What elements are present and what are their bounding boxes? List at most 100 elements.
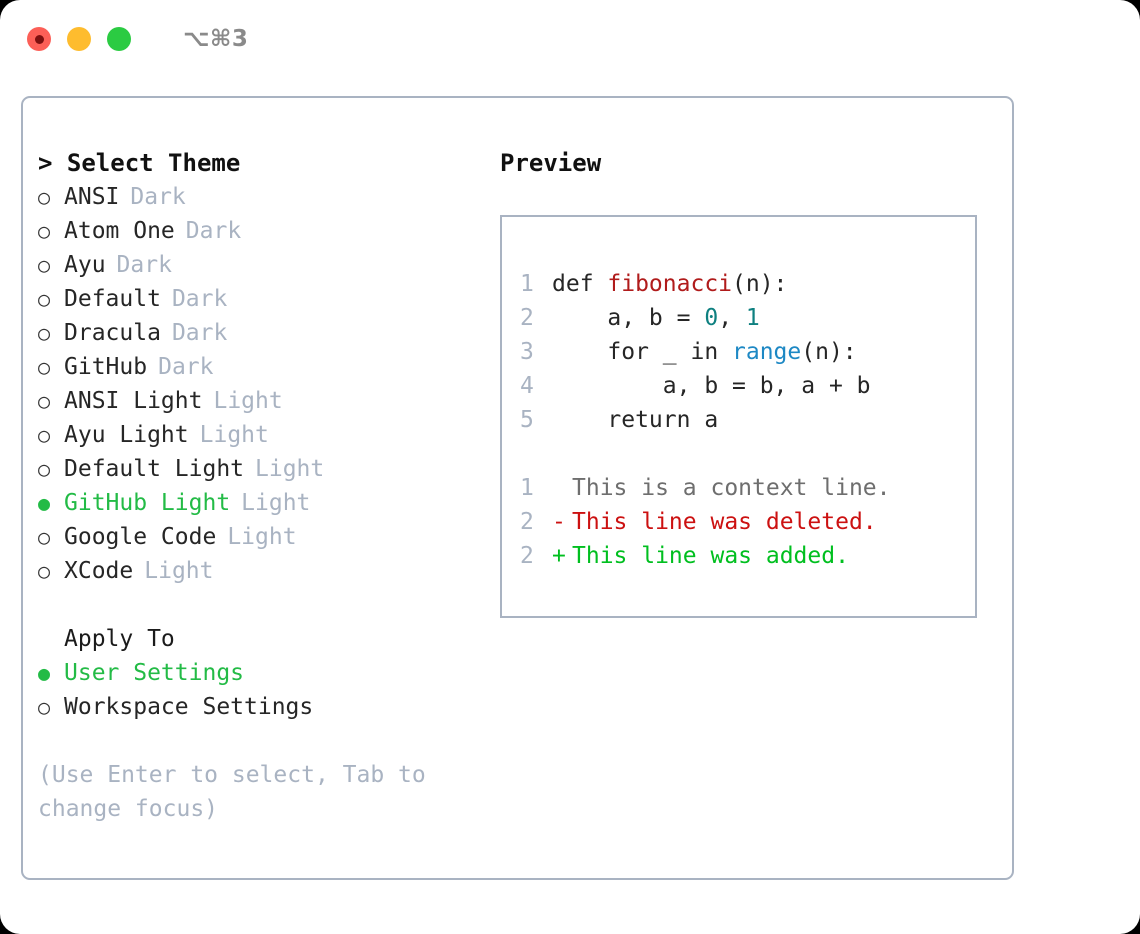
code-token-plain: a, b = bbox=[552, 305, 705, 331]
code-line: 4 a, b = b, a + b bbox=[520, 369, 975, 403]
theme-option-default[interactable]: ○ Default Dark bbox=[38, 282, 498, 316]
diff-line-text: This line was added. bbox=[572, 543, 849, 569]
line-number: 4 bbox=[520, 373, 534, 399]
theme-variant-badge: Dark bbox=[158, 354, 214, 380]
theme-option-label: Google Code bbox=[64, 524, 217, 550]
code-token-plain: return a bbox=[552, 407, 719, 433]
radio-empty-icon: ○ bbox=[38, 389, 51, 413]
line-number: 2 bbox=[520, 305, 534, 331]
code-line: 5 return a bbox=[520, 403, 975, 437]
code-line: 3 for _ in range(n): bbox=[520, 335, 975, 369]
radio-empty-icon: ○ bbox=[38, 253, 51, 277]
theme-variant-badge: Light bbox=[241, 490, 311, 516]
code-line: 2 a, b = 0, 1 bbox=[520, 301, 975, 335]
radio-empty-icon: ○ bbox=[38, 185, 51, 209]
code-token-plain: a, b = b, a + b bbox=[552, 373, 871, 399]
apply-to-list: ● User Settings ○Workspace Settings bbox=[38, 656, 498, 724]
code-token-num: 1 bbox=[745, 305, 760, 331]
theme-option-ayu-light[interactable]: ○ Ayu Light Light bbox=[38, 418, 498, 452]
code-token-fn: fibonacci bbox=[607, 271, 733, 297]
diff-line-text: This line was deleted. bbox=[572, 509, 877, 535]
shortcut-label: ⌥⌘3 bbox=[183, 26, 249, 52]
minimize-button[interactable] bbox=[67, 27, 91, 51]
theme-variant-badge: Dark bbox=[171, 286, 228, 312]
line-number: 2 bbox=[520, 509, 534, 535]
traffic-lights bbox=[27, 27, 131, 51]
select-theme-header: > Select Theme bbox=[38, 149, 241, 177]
radio-empty-icon: ○ bbox=[38, 423, 51, 447]
theme-option-label: Ayu bbox=[64, 252, 106, 278]
theme-option-label: Dracula bbox=[64, 320, 161, 346]
theme-option-label: ANSI Light bbox=[64, 388, 203, 414]
keyboard-hint: (Use Enter to select, Tab to change focu… bbox=[38, 762, 426, 822]
code-token-plain: def bbox=[552, 271, 608, 297]
theme-variant-badge: Light bbox=[144, 558, 214, 584]
apply-to-option-workspace-settings[interactable]: ○Workspace Settings bbox=[38, 690, 498, 724]
theme-variant-badge: Light bbox=[199, 422, 269, 448]
theme-variant-badge: Dark bbox=[130, 184, 186, 210]
theme-option-label: ANSI bbox=[64, 184, 120, 210]
theme-option-dracula[interactable]: ○ Dracula Dark bbox=[38, 316, 498, 350]
theme-option-label: Atom One bbox=[64, 218, 175, 244]
radio-selected-icon: ● bbox=[38, 661, 51, 685]
close-button[interactable] bbox=[27, 27, 51, 51]
radio-empty-icon: ○ bbox=[38, 355, 51, 379]
line-number: 3 bbox=[520, 339, 534, 365]
apply-to-option-user-settings[interactable]: ● User Settings bbox=[38, 656, 498, 690]
radio-empty-icon: ○ bbox=[38, 321, 51, 345]
radio-empty-icon: ○ bbox=[38, 525, 51, 549]
line-number: 5 bbox=[520, 407, 534, 433]
code-token-plain: for _ in bbox=[552, 339, 733, 365]
theme-option-label: XCode bbox=[64, 558, 134, 584]
radio-empty-icon: ○ bbox=[38, 457, 51, 481]
code-token-plain: (n): bbox=[732, 271, 788, 297]
title-bar: ⌥⌘3 bbox=[0, 0, 1140, 78]
line-number: 2 bbox=[520, 543, 534, 569]
radio-empty-icon: ○ bbox=[38, 219, 51, 243]
list-spacer bbox=[38, 588, 498, 622]
theme-option-label: Default bbox=[64, 286, 161, 312]
theme-option-label: GitHub Light bbox=[64, 490, 231, 516]
maximize-button[interactable] bbox=[107, 27, 131, 51]
diff-marker-icon bbox=[552, 471, 572, 505]
radio-empty-icon: ○ bbox=[38, 559, 51, 583]
theme-variant-badge: Dark bbox=[171, 320, 228, 346]
diff-line-ctx: 1 This is a context line. bbox=[520, 471, 975, 505]
theme-variant-badge: Light bbox=[213, 388, 283, 414]
theme-variant-badge: Light bbox=[255, 456, 325, 482]
diff-line-text: This is a context line. bbox=[572, 475, 891, 501]
theme-option-ansi[interactable]: ○ ANSI Dark bbox=[38, 180, 498, 214]
line-number: 1 bbox=[520, 271, 534, 297]
theme-option-xcode[interactable]: ○ XCode Light bbox=[38, 554, 498, 588]
radio-empty-icon: ○ bbox=[38, 287, 51, 311]
theme-option-ansi-light[interactable]: ○ ANSI Light Light bbox=[38, 384, 498, 418]
theme-option-label: Ayu Light bbox=[64, 422, 189, 448]
theme-option-default-light[interactable]: ○ Default Light Light bbox=[38, 452, 498, 486]
diff-line-del: 2-This line was deleted. bbox=[520, 505, 975, 539]
theme-option-github[interactable]: ○ GitHub Dark bbox=[38, 350, 498, 384]
theme-option-ayu[interactable]: ○ Ayu Dark bbox=[38, 248, 498, 282]
code-diff-gap bbox=[520, 437, 975, 471]
preview-header: Preview bbox=[500, 149, 602, 177]
theme-option-atom-one[interactable]: ○ Atom One Dark bbox=[38, 214, 498, 248]
diff-marker-icon: - bbox=[552, 509, 566, 535]
theme-option-label: Default Light bbox=[64, 456, 245, 482]
apply-to-option-label: User Settings bbox=[64, 660, 245, 686]
theme-option-label: GitHub bbox=[64, 354, 148, 380]
theme-variant-badge: Dark bbox=[116, 252, 172, 278]
code-token-plain: , bbox=[718, 305, 746, 331]
theme-option-google-code[interactable]: ○ Google Code Light bbox=[38, 520, 498, 554]
diff-sample: 1 This is a context line.2-This line was… bbox=[520, 471, 975, 573]
code-token-call: range bbox=[732, 339, 802, 365]
theme-variant-badge: Light bbox=[227, 524, 297, 550]
code-token-plain: (n): bbox=[801, 339, 857, 365]
theme-variant-badge: Dark bbox=[185, 218, 242, 244]
